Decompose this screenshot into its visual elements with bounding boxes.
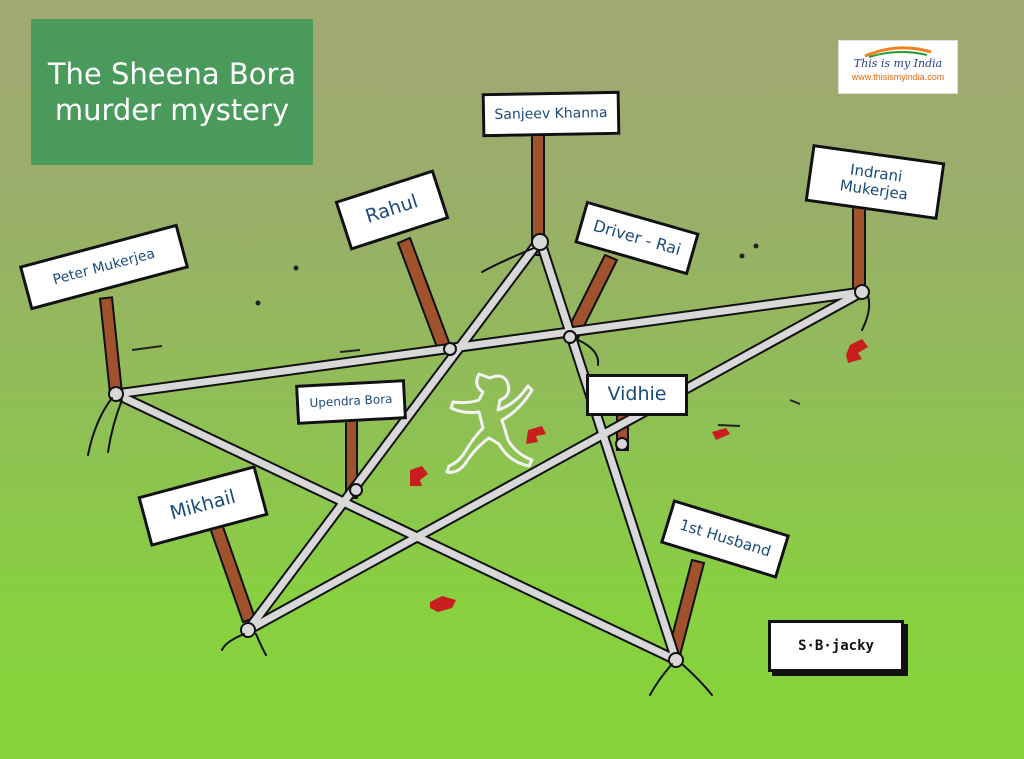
sign-posts	[98, 134, 866, 657]
sign-vidhie: Vidhie	[586, 374, 688, 416]
logo-text: This is my India	[853, 57, 943, 70]
grass-strokes	[131, 243, 801, 427]
rope-pentagram	[87, 233, 871, 696]
flag-swoosh-icon	[864, 46, 932, 58]
sign-label: Sanjeev Khanna	[494, 104, 608, 123]
logo-url: www.thisismyindia.com	[851, 72, 945, 82]
signature-text: S·B·jacky	[798, 638, 874, 654]
blood-spots	[410, 339, 868, 612]
title-line-2: murder mystery	[54, 93, 290, 127]
title-line-1: The Sheena Bora	[47, 57, 297, 91]
this-is-my-india-logo: This is my India www.thisismyindia.com	[838, 40, 958, 94]
sign-upendra-bora: Upendra Bora	[295, 379, 407, 425]
title-box: The Sheena Bora murder mystery	[31, 19, 313, 165]
sign-label: Vidhie	[607, 383, 667, 406]
sign-sanjeev-khanna: Sanjeev Khanna	[481, 90, 621, 138]
sign-label: Upendra Bora	[309, 391, 393, 411]
sign-label: Rahul	[362, 190, 421, 228]
sign-label: Mikhail	[167, 485, 238, 525]
chalk-outline	[445, 372, 534, 474]
artist-signature: S·B·jacky	[768, 620, 904, 672]
